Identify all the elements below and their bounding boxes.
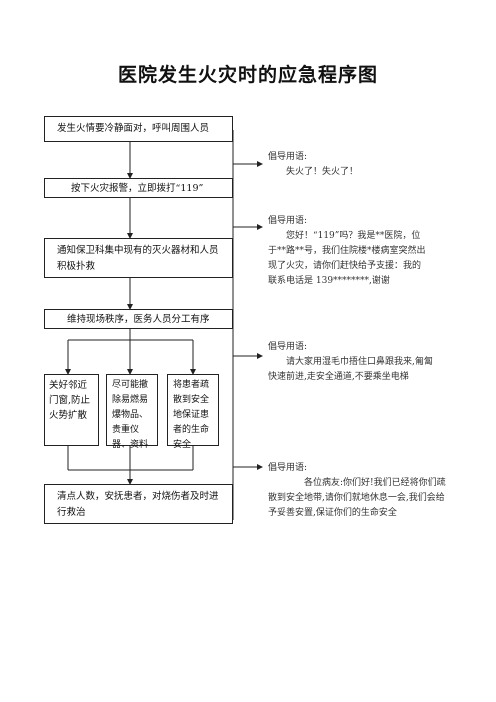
step-notify-security: 通知保卫科集中现有的灭火器材和人员积极扑救 — [44, 238, 233, 278]
step-count-people: 清点人数，安抚患者，对烧伤者及时进行救治 — [44, 484, 233, 524]
step-maintain-order: 维持现场秩序，医务人员分工有序 — [44, 309, 233, 329]
note-1: 倡导用语: 失火了！失火了！ — [268, 150, 403, 180]
note-2: 倡导用语: 您好！“119”吗？我是**医院，位于**路**号，我们住院楼*楼病… — [268, 214, 428, 289]
step-close-doors: 关好邻近门窗,防止火势扩散 — [44, 374, 99, 446]
note-4-head: 倡导用语: — [268, 463, 308, 473]
note-3-head: 倡导用语: — [268, 342, 308, 352]
note-3: 倡导用语: 请大家用湿毛巾捂住口鼻跟我来,匍匐快速前进,走安全通道,不要乘坐电梯 — [268, 340, 433, 385]
note-2-head: 倡导用语: — [268, 216, 308, 226]
note-3-body: 请大家用湿毛巾捂住口鼻跟我来,匍匐快速前进,走安全通道,不要乘坐电梯 — [268, 357, 433, 382]
step-evacuate-patients: 将患者疏散到安全地保证患者的生命安全 — [167, 374, 219, 450]
note-4-body: 各位病友:你们好!我们已经将你们疏散到安全地带,请你们就地休息一会,我们会给予妥… — [268, 478, 446, 518]
note-4: 倡导用语: 各位病友:你们好!我们已经将你们疏散到安全地带,请你们就地休息一会,… — [268, 461, 453, 521]
note-2-body: 您好！“119”吗？我是**医院，位于**路**号，我们住院楼*楼病室突然出现了… — [268, 231, 426, 286]
step-stay-calm: 发生火情要冷静面对，呼叫周围人员 — [44, 116, 233, 142]
step-call-119: 按下火灾报警，立即拨打“119” — [44, 178, 233, 198]
step-remove-hazards: 尽可能撤除易燃易爆物品、贵重仪器、资料 — [106, 374, 158, 450]
note-1-body: 失火了！失火了！ — [286, 167, 359, 177]
note-1-head: 倡导用语: — [268, 152, 308, 162]
page-title: 医院发生火灾时的应急程序图 — [117, 64, 378, 86]
